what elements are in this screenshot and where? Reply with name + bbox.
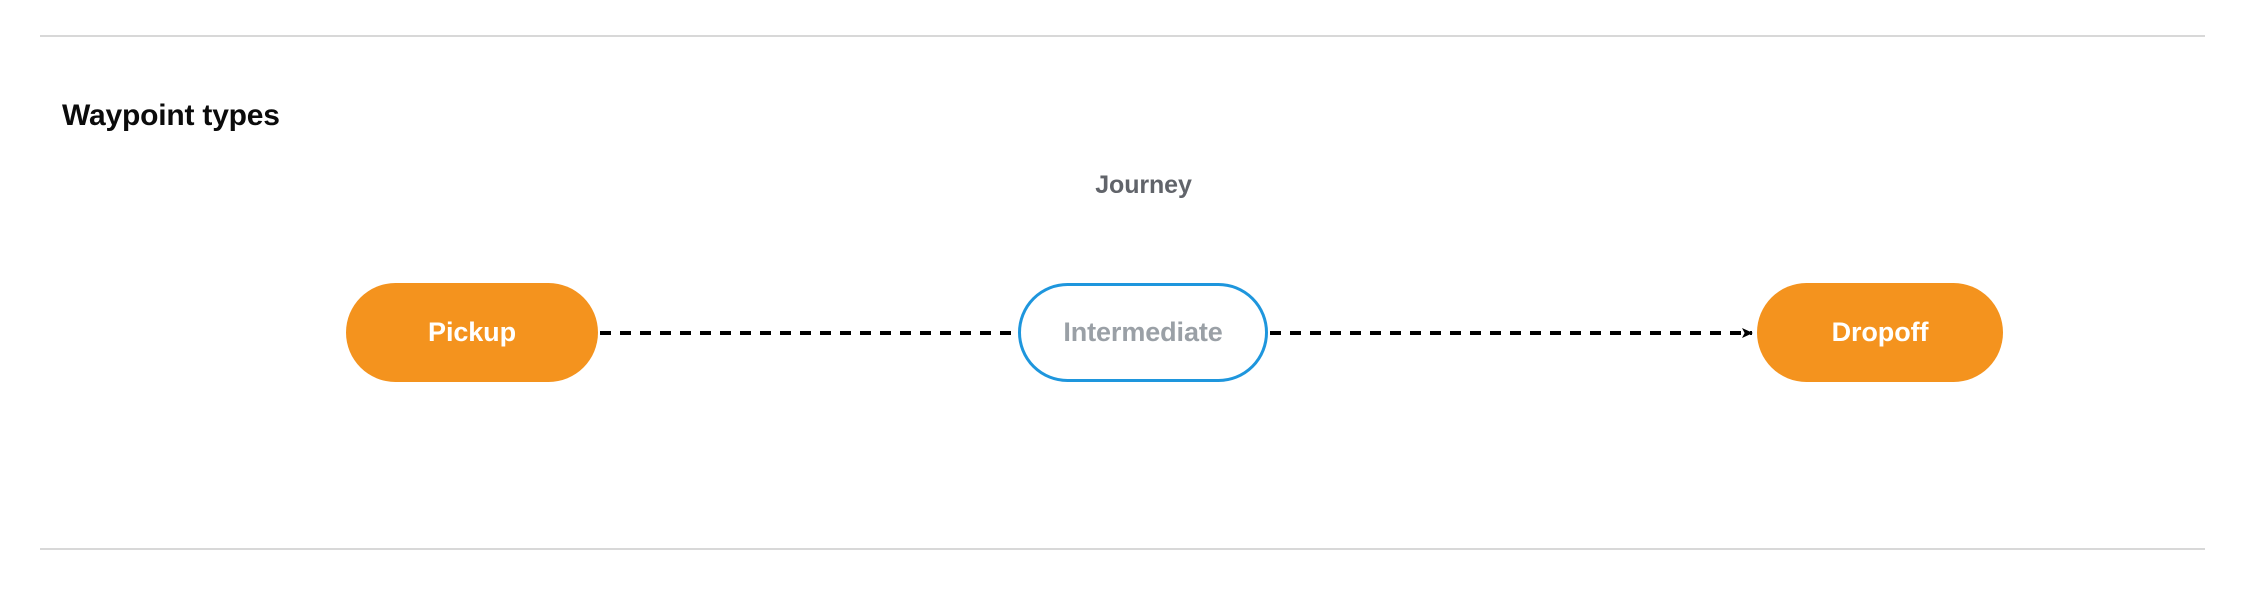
node-pickup-label: Pickup: [428, 317, 516, 347]
node-dropoff-label: Dropoff: [1831, 317, 1929, 347]
section-top-divider: [40, 35, 2205, 37]
journey-group-label: Journey: [0, 168, 2245, 202]
journey-group-label-text: Journey: [1095, 171, 1192, 199]
node-dropoff[interactable]: Dropoff: [1757, 283, 2003, 382]
node-intermediate[interactable]: Intermediate: [1018, 283, 1268, 382]
node-intermediate-label: Intermediate: [1063, 317, 1223, 347]
page-title: Waypoint types: [62, 98, 280, 132]
node-pickup[interactable]: Pickup: [346, 283, 598, 382]
section-bottom-divider: [40, 548, 2205, 550]
